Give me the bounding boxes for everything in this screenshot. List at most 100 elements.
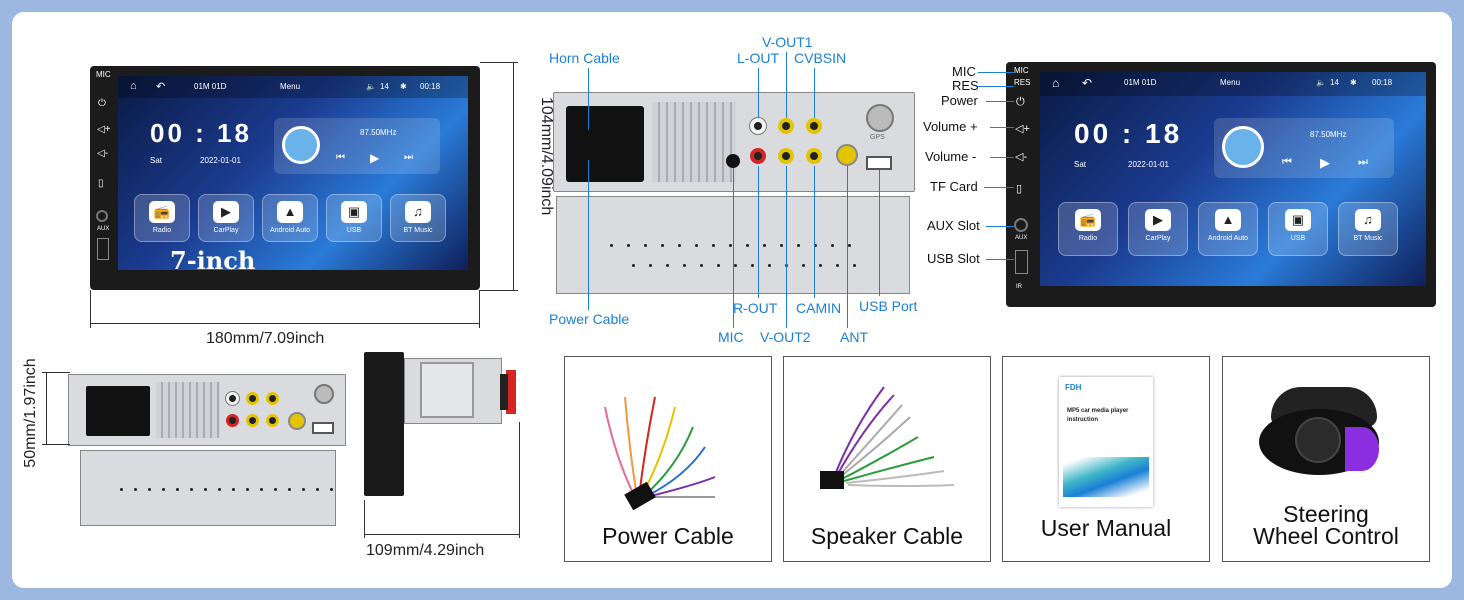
back-icon-right[interactable]: ↶ [1082, 76, 1093, 90]
app-radio-right[interactable]: 📻Radio [1058, 202, 1118, 256]
callout-usb-slot: USB Slot [927, 251, 980, 266]
side-rca-6 [266, 414, 279, 427]
play-icon[interactable]: ▶ [370, 151, 380, 165]
app-android-auto-right[interactable]: ▲Android Auto [1198, 202, 1258, 256]
power-icon[interactable]: ⏻ [98, 98, 106, 109]
carplay-icon-right: ▶ [1145, 209, 1171, 231]
mic-port[interactable] [726, 154, 740, 168]
label-horn-cable: Horn Cable [549, 50, 620, 66]
rca-r-out[interactable] [750, 148, 766, 164]
day: Sat [150, 156, 163, 165]
aux-jack-icon[interactable] [96, 210, 108, 222]
volume-down-icon[interactable]: ◁- [97, 148, 109, 159]
line-v-out2 [786, 166, 787, 328]
line-callout-volume-down [990, 157, 1014, 158]
volume-value-right: 14 [1330, 78, 1339, 87]
home-icon-right[interactable]: ⌂ [1052, 76, 1060, 90]
app-usb[interactable]: ▣USB [326, 194, 382, 242]
rca-v-out1[interactable] [778, 118, 794, 134]
label-v-out2: V-OUT2 [760, 329, 811, 345]
back-icon[interactable]: ↶ [156, 81, 166, 93]
power-cable-caption: Power Cable [602, 523, 734, 549]
play-icon-right[interactable]: ▶ [1320, 155, 1330, 170]
volume-up-icon-right[interactable]: ◁+ [1015, 123, 1030, 135]
next-icon-right[interactable]: ⏭ [1358, 156, 1368, 168]
app-carplay-right[interactable]: ▶CarPlay [1128, 202, 1188, 256]
aux-label-right: AUX [1015, 235, 1028, 241]
android-auto-icon-right: ▲ [1215, 209, 1241, 231]
app-carplay[interactable]: ▶CarPlay [198, 194, 254, 242]
speaker-cable-image [820, 386, 955, 489]
date: 2022-01-01 [200, 156, 241, 165]
rca-cvbsin[interactable] [806, 118, 822, 134]
date-right: 2022-01-01 [1128, 160, 1169, 169]
home-icon[interactable]: ⌂ [130, 80, 137, 92]
gps-port[interactable] [866, 104, 894, 132]
rca-l-out[interactable] [750, 118, 766, 134]
front-unit-right: MIC RES ⏻ ◁+ ◁- ▯ AUX IR ⌂ ↶ 01M 01D Men… [1006, 62, 1436, 307]
callout-res: RES [952, 78, 979, 93]
speaker-icon: 🔈 [366, 82, 376, 91]
rca-v-out2[interactable] [778, 148, 794, 164]
user-manual-caption: User Manual [1040, 515, 1172, 541]
app-radio[interactable]: 📻Radio [134, 194, 190, 242]
app-usb-right[interactable]: ▣USB [1268, 202, 1328, 256]
mic-label: MIC [96, 70, 111, 79]
height-dim-line [513, 62, 514, 290]
bluetooth-icon: ✱ [400, 82, 407, 91]
line-mic-rear [733, 168, 734, 328]
side-rca-2 [246, 392, 259, 405]
app-bt-music[interactable]: ♫BT Music [390, 194, 446, 242]
prev-icon[interactable]: ⏮ [336, 152, 345, 163]
side-height-tick-bottom [42, 444, 70, 445]
volume-down-icon-right[interactable]: ◁- [1015, 151, 1028, 163]
music-icon: ♫ [405, 201, 431, 223]
app-bt-music-right[interactable]: ♫BT Music [1338, 202, 1398, 256]
side-horn-connector [86, 386, 150, 436]
gps-label: GPS [870, 134, 885, 141]
next-icon[interactable]: ⏭ [404, 152, 413, 163]
menu-label[interactable]: Menu [280, 82, 301, 91]
side-heatsink [156, 382, 220, 438]
radio-widget[interactable]: 87.50MHz ⏮ ▶ ⏭ [274, 118, 440, 174]
depth-dim-line [364, 534, 520, 535]
usb-slot-icon[interactable] [97, 238, 109, 260]
label-camin: CAMIN [796, 300, 842, 316]
vent-row-1 [610, 244, 851, 247]
menu-label-right[interactable]: Menu [1220, 78, 1241, 87]
music-icon-right: ♫ [1355, 209, 1381, 231]
radio-disc-icon-right [1222, 126, 1264, 168]
line-callout-mic [978, 72, 1014, 73]
line-v-out1 [786, 52, 787, 118]
usb-slot-icon-right[interactable] [1015, 250, 1028, 274]
callout-volume-up: Volume + [923, 119, 978, 134]
callout-aux-slot: AUX Slot [927, 218, 980, 233]
screen-display-left: ⌂ ↶ 01M 01D Menu 🔈 14 ✱ 00:18 00 : 18 Sa… [118, 76, 468, 270]
radio-widget-right[interactable]: 87.50MHz ⏮ ▶ ⏭ [1214, 118, 1394, 178]
tf-card-icon-right[interactable]: ▯ [1016, 183, 1023, 195]
label-power-cable: Power Cable [549, 311, 630, 327]
depth-connector-black [500, 374, 508, 410]
date-code-right: 01M 01D [1124, 78, 1157, 87]
line-l-out [758, 68, 759, 118]
rca-camin[interactable] [806, 148, 822, 164]
callout-power: Power [941, 93, 978, 108]
remote-purple-accent [1345, 427, 1379, 471]
manual-wave-graphic [1063, 457, 1149, 497]
aux-jack-icon-right[interactable] [1014, 218, 1028, 232]
app-android-auto[interactable]: ▲Android Auto [262, 194, 318, 242]
usb-port[interactable] [866, 156, 892, 170]
prev-icon-right[interactable]: ⏮ [1282, 156, 1292, 168]
height-side-label: 50mm/1.97inch [22, 358, 39, 468]
callout-tf-card: TF Card [930, 179, 978, 194]
power-icon-right[interactable]: ⏻ [1016, 96, 1025, 108]
front-unit-left: MIC ⏻ ◁+ ◁- ▯ AUX ⌂ ↶ 01M 01D Menu 🔈 14 … [90, 66, 480, 290]
status-bar-right: ⌂ ↶ 01M 01D Menu 🔈 14 ✱ 00:18 [1040, 72, 1426, 96]
side-rca-5 [246, 414, 259, 427]
volume-up-icon[interactable]: ◁+ [97, 124, 111, 135]
ant-port[interactable] [836, 144, 858, 166]
line-r-out [758, 166, 759, 298]
tf-card-icon[interactable]: ▯ [98, 178, 104, 189]
power-cable-image [604, 396, 716, 511]
horn-connector [566, 106, 644, 182]
